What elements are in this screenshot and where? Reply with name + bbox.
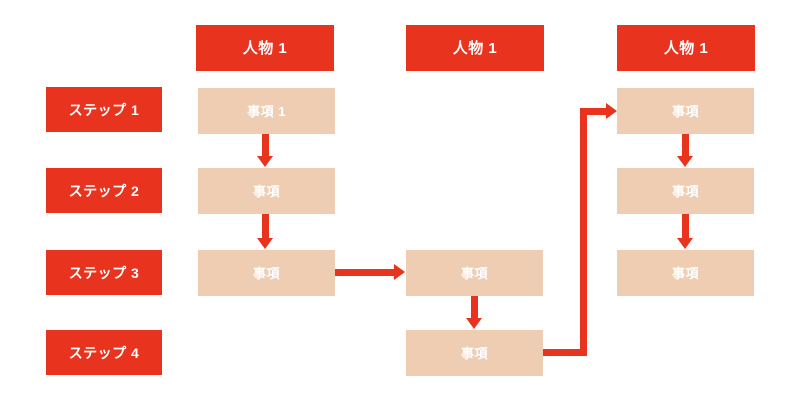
task-box-lane3-1[interactable]: 事項 xyxy=(617,88,754,134)
lane-header-label-3: 人物 1 xyxy=(663,39,709,57)
connector-lane1-2-3-line xyxy=(262,214,269,239)
step-label-1: ステップ 1 xyxy=(68,101,140,118)
task-box-lane3-2[interactable]: 事項 xyxy=(617,168,754,214)
arrow-down-icon-lane3-2-3 xyxy=(677,238,693,249)
arrow-down-icon-lane1-2-3 xyxy=(257,238,273,249)
connector-lane3-1-2-line xyxy=(682,134,689,157)
lane-header-3[interactable]: 人物 1 xyxy=(617,25,755,71)
lane-header-2[interactable]: 人物 1 xyxy=(406,25,544,71)
connector-elbow-segment-bottom xyxy=(543,349,587,356)
step-box-4[interactable]: ステップ 4 xyxy=(46,330,162,375)
task-label-lane1-3: 事項 xyxy=(252,265,280,281)
step-label-4: ステップ 4 xyxy=(68,344,140,361)
task-label-lane3-2: 事項 xyxy=(671,183,699,199)
connector-lane1-3-to-lane2-1-line xyxy=(335,269,395,276)
task-box-lane2-1[interactable]: 事項 xyxy=(406,250,543,296)
connector-lane1-1-2-line xyxy=(262,134,269,157)
step-label-3: ステップ 3 xyxy=(68,264,140,281)
connector-lane2-1-2-line xyxy=(471,296,478,319)
step-box-1[interactable]: ステップ 1 xyxy=(46,87,162,132)
task-label-lane1-2: 事項 xyxy=(252,183,280,199)
connector-elbow-segment-vertical xyxy=(580,108,587,356)
task-label-lane3-3: 事項 xyxy=(671,265,699,281)
task-box-lane3-3[interactable]: 事項 xyxy=(617,250,754,296)
task-label-lane2-1: 事項 xyxy=(460,265,488,281)
task-label-lane2-2: 事項 xyxy=(460,345,488,361)
step-box-3[interactable]: ステップ 3 xyxy=(46,250,162,295)
task-label-lane1-1: 事項 1 xyxy=(247,103,286,119)
task-label-lane3-1: 事項 xyxy=(671,103,699,119)
arrow-down-icon-lane3-1-2 xyxy=(677,156,693,167)
arrow-down-icon-lane1-1-2 xyxy=(257,156,273,167)
arrow-right-icon-lane2-to-lane3 xyxy=(606,103,617,119)
task-box-lane1-2[interactable]: 事項 xyxy=(198,168,335,214)
arrow-down-icon-lane2-1-2 xyxy=(466,318,482,329)
task-box-lane1-1[interactable]: 事項 1 xyxy=(198,88,335,134)
connector-elbow-segment-top xyxy=(580,108,610,115)
step-box-2[interactable]: ステップ 2 xyxy=(46,168,162,213)
task-box-lane1-3[interactable]: 事項 xyxy=(198,250,335,296)
lane-header-label-2: 人物 1 xyxy=(452,39,498,57)
lane-header-label-1: 人物 1 xyxy=(242,39,288,57)
arrow-right-icon-lane1-to-lane2 xyxy=(394,264,405,280)
step-label-2: ステップ 2 xyxy=(68,182,140,199)
lane-header-1[interactable]: 人物 1 xyxy=(196,25,334,71)
task-box-lane2-2[interactable]: 事項 xyxy=(406,330,543,376)
connector-lane3-2-3-line xyxy=(682,214,689,239)
